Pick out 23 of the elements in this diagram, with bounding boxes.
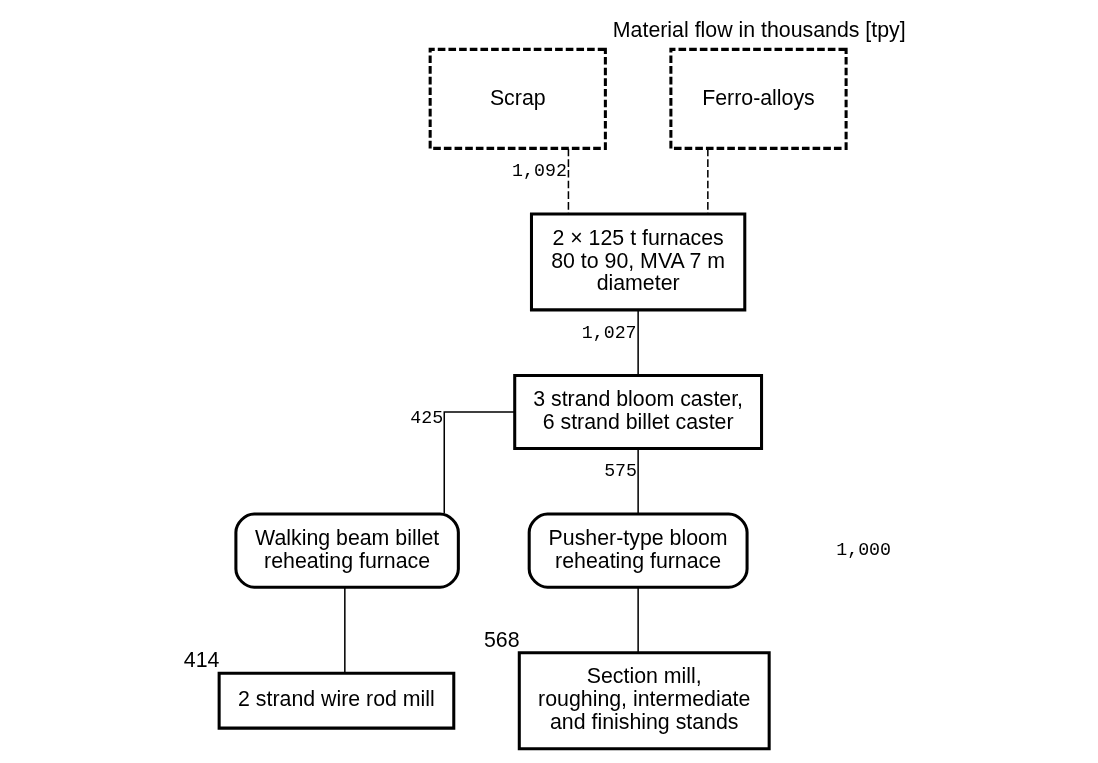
connector	[443, 411, 515, 515]
connector	[637, 309, 639, 376]
node-label: 568	[483, 627, 520, 652]
edge-label: 1,027	[581, 322, 637, 343]
edge-label: 575	[604, 461, 638, 482]
edge-label: 425	[410, 407, 444, 428]
connector	[567, 147, 570, 215]
node-box: 2 strand wire rod mill	[217, 671, 456, 730]
connector	[707, 147, 709, 215]
edge-label: 1,092	[512, 160, 567, 181]
diagram-title: Material flow in thousands [tpy]	[612, 18, 906, 43]
node-box: Pusher-type bloom reheating furnace	[527, 512, 749, 589]
node-box: Scrap	[428, 47, 607, 150]
connector	[637, 586, 639, 654]
connector	[344, 586, 346, 674]
node-box: 2 × 125 t furnaces 80 to 90, MVA 7 m diameter	[529, 212, 747, 312]
connector	[637, 448, 639, 515]
node-label: 414	[183, 648, 220, 673]
node-box: Ferro-alloys	[669, 47, 848, 150]
node-box: Walking beam billet reheating furnace	[234, 512, 460, 589]
node-box: 3 strand bloom caster, 6 strand billet caster	[513, 373, 764, 451]
label: 1,000	[836, 540, 892, 561]
node-box: Section mill, roughing, intermediate and finishing stands	[517, 651, 771, 751]
